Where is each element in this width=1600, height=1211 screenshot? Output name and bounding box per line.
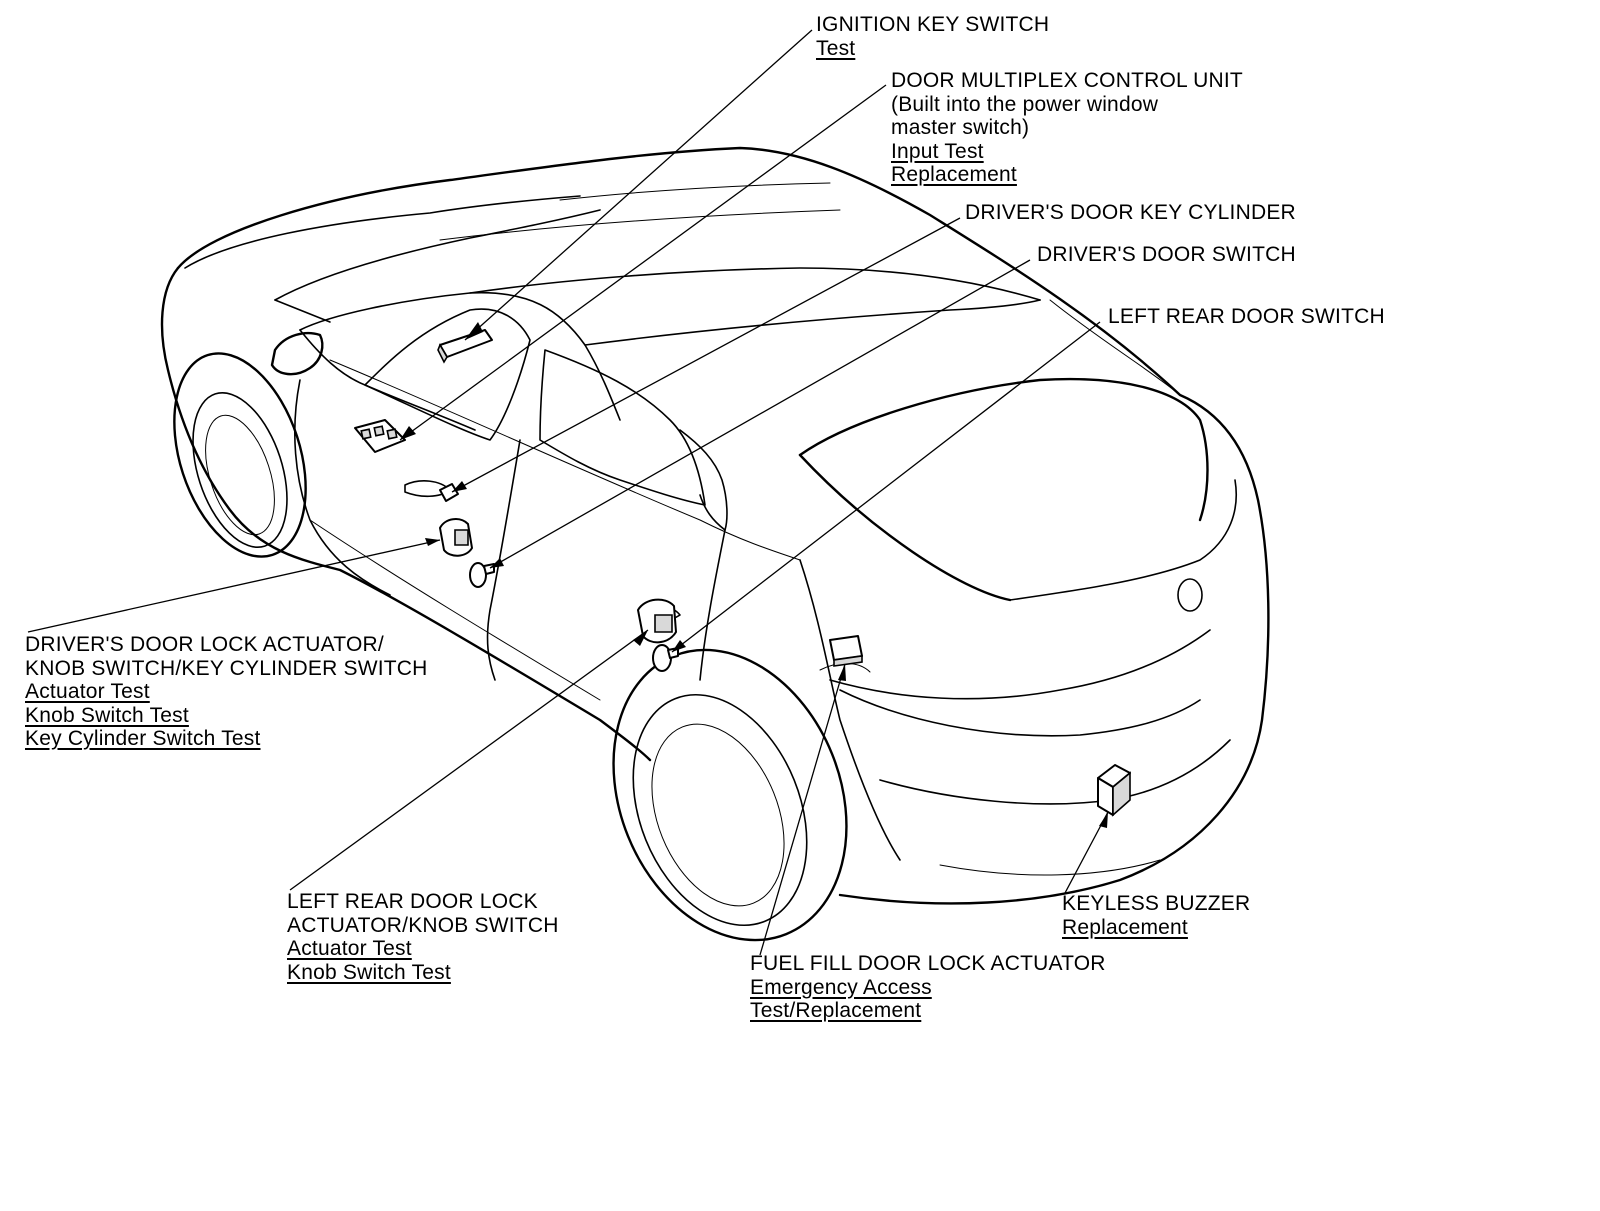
label-door-multiplex-note-1: (Built into the power window xyxy=(891,92,1159,116)
rear-wheel-arch xyxy=(612,648,848,942)
front-wheel xyxy=(192,392,288,548)
ignition-key-switch-component xyxy=(437,329,493,364)
sunroof-line xyxy=(439,209,841,241)
front-wheel-arch xyxy=(173,352,307,558)
left-rear-door-lock-actuator-component xyxy=(637,598,677,644)
car-body-outline xyxy=(176,146,1270,905)
leader-drivers-door-lock-actuator xyxy=(27,539,441,633)
link-fuel-fill-test-replacement[interactable]: Test/Replacement xyxy=(750,999,922,1022)
callout-door-multiplex-control-unit: DOOR MULTIPLEX CONTROL UNIT (Built into … xyxy=(891,69,1243,187)
callout-keyless-buzzer: KEYLESS BUZZER Replacement xyxy=(1062,892,1250,939)
label-drivers-door-key-cylinder: DRIVER'S DOOR KEY CYLINDER xyxy=(965,201,1296,224)
label-left-rear-door-switch: LEFT REAR DOOR SWITCH xyxy=(1108,305,1385,328)
power-window-master-switch-component xyxy=(354,419,406,453)
windshield-frame xyxy=(299,291,621,421)
label-left-rear-door-lock-actuator-2: ACTUATOR/KNOB SWITCH xyxy=(287,913,559,937)
bumper-lower xyxy=(939,859,1161,876)
callout-ignition-key-switch: IGNITION KEY SWITCH Test xyxy=(816,13,1049,60)
callout-drivers-door-key-cylinder: DRIVER'S DOOR KEY CYLINDER xyxy=(965,201,1296,225)
link-fuel-fill-emergency-access[interactable]: Emergency Access xyxy=(750,975,932,999)
link-drivers-key-cylinder-switch-test[interactable]: Key Cylinder Switch Test xyxy=(25,727,261,750)
label-fuel-fill-door-lock-actuator: FUEL FILL DOOR LOCK ACTUATOR xyxy=(750,952,1106,975)
rocker-line xyxy=(309,519,601,701)
leader-left-rear-door-switch xyxy=(671,321,1101,653)
trunk-spoiler xyxy=(798,453,1012,602)
callout-fuel-fill-door-lock-actuator: FUEL FILL DOOR LOCK ACTUATOR Emergency A… xyxy=(750,952,1106,1023)
tail-light-upper xyxy=(829,629,1211,700)
bumper-line xyxy=(879,739,1231,805)
link-drivers-actuator-test[interactable]: Actuator Test xyxy=(25,680,150,703)
rear-door-line xyxy=(699,529,726,681)
car-front-outline xyxy=(160,266,652,762)
label-keyless-buzzer: KEYLESS BUZZER xyxy=(1062,892,1251,915)
rear-quarter xyxy=(799,559,901,861)
link-left-rear-knob-switch-test[interactable]: Knob Switch Test xyxy=(287,960,451,984)
tail-light-lower xyxy=(839,689,1201,737)
rear-wheel xyxy=(632,693,808,927)
link-keyless-buzzer-replacement[interactable]: Replacement xyxy=(1062,915,1188,939)
label-door-multiplex-control-unit: DOOR MULTIPLEX CONTROL UNIT xyxy=(891,69,1243,92)
fuel-fill-door-lock-actuator-component xyxy=(829,635,863,667)
rear-window-edge xyxy=(798,377,1209,522)
front-door-glass xyxy=(364,308,531,441)
label-drivers-door-lock-actuator-2: KNOB SWITCH/KEY CYLINDER SWITCH xyxy=(25,656,428,680)
roof-line xyxy=(469,267,1041,301)
link-drivers-knob-switch-test[interactable]: Knob Switch Test xyxy=(25,703,189,727)
label-ignition-key-switch: IGNITION KEY SWITCH xyxy=(816,13,1050,36)
trunk-lid xyxy=(1009,479,1237,601)
arrowheads xyxy=(400,322,1108,828)
leader-door-multiplex xyxy=(399,84,887,441)
b-pillar-line xyxy=(486,439,521,681)
drivers-door-key-cylinder-component xyxy=(439,483,459,502)
drivers-door-lock-actuator-component xyxy=(439,518,473,557)
label-left-rear-door-lock-actuator-1: LEFT REAR DOOR LOCK xyxy=(287,890,538,913)
quarter-glass xyxy=(679,429,728,531)
leader-fuel-fill-door-lock-actuator xyxy=(759,663,846,956)
link-door-multiplex-input-test[interactable]: Input Test xyxy=(891,139,984,163)
belt-line xyxy=(329,359,801,561)
drivers-door-switch-component xyxy=(469,562,495,588)
left-rear-door-switch-component xyxy=(652,644,679,672)
rear-wheel-hub xyxy=(651,723,785,907)
hood-line xyxy=(184,195,581,269)
rear-glass-reflection xyxy=(1049,299,1181,396)
roof-edge xyxy=(584,299,1041,346)
hood-crease xyxy=(274,209,601,301)
leader-ignition-key-switch xyxy=(464,29,813,341)
leader-left-rear-door-lock-actuator xyxy=(289,629,649,891)
roof-crease xyxy=(559,182,831,201)
rear-emblem xyxy=(1177,578,1203,612)
leader-drivers-door-switch xyxy=(489,259,1031,569)
callout-drivers-door-switch: DRIVER'S DOOR SWITCH xyxy=(1037,243,1296,267)
label-door-multiplex-note-2: master switch) xyxy=(891,116,1030,139)
link-ignition-key-switch-test[interactable]: Test xyxy=(816,36,856,60)
side-mirror xyxy=(270,331,324,376)
callout-left-rear-door-switch: LEFT REAR DOOR SWITCH xyxy=(1108,305,1385,329)
callout-left-rear-door-lock-actuator: LEFT REAR DOOR LOCK ACTUATOR/KNOB SWITCH… xyxy=(287,890,559,984)
keyless-buzzer-component xyxy=(1097,764,1131,817)
cowl-line xyxy=(274,299,331,323)
callout-drivers-door-lock-actuator: DRIVER'S DOOR LOCK ACTUATOR/ KNOB SWITCH… xyxy=(25,633,428,751)
link-left-rear-actuator-test[interactable]: Actuator Test xyxy=(287,937,412,960)
label-drivers-door-switch: DRIVER'S DOOR SWITCH xyxy=(1037,243,1296,266)
front-wheel-hub xyxy=(205,414,275,536)
link-door-multiplex-replacement[interactable]: Replacement xyxy=(891,163,1017,186)
label-drivers-door-lock-actuator-1: DRIVER'S DOOR LOCK ACTUATOR/ xyxy=(25,633,384,656)
rear-door-glass xyxy=(539,349,706,506)
leader-drivers-door-key-cylinder xyxy=(451,217,961,493)
